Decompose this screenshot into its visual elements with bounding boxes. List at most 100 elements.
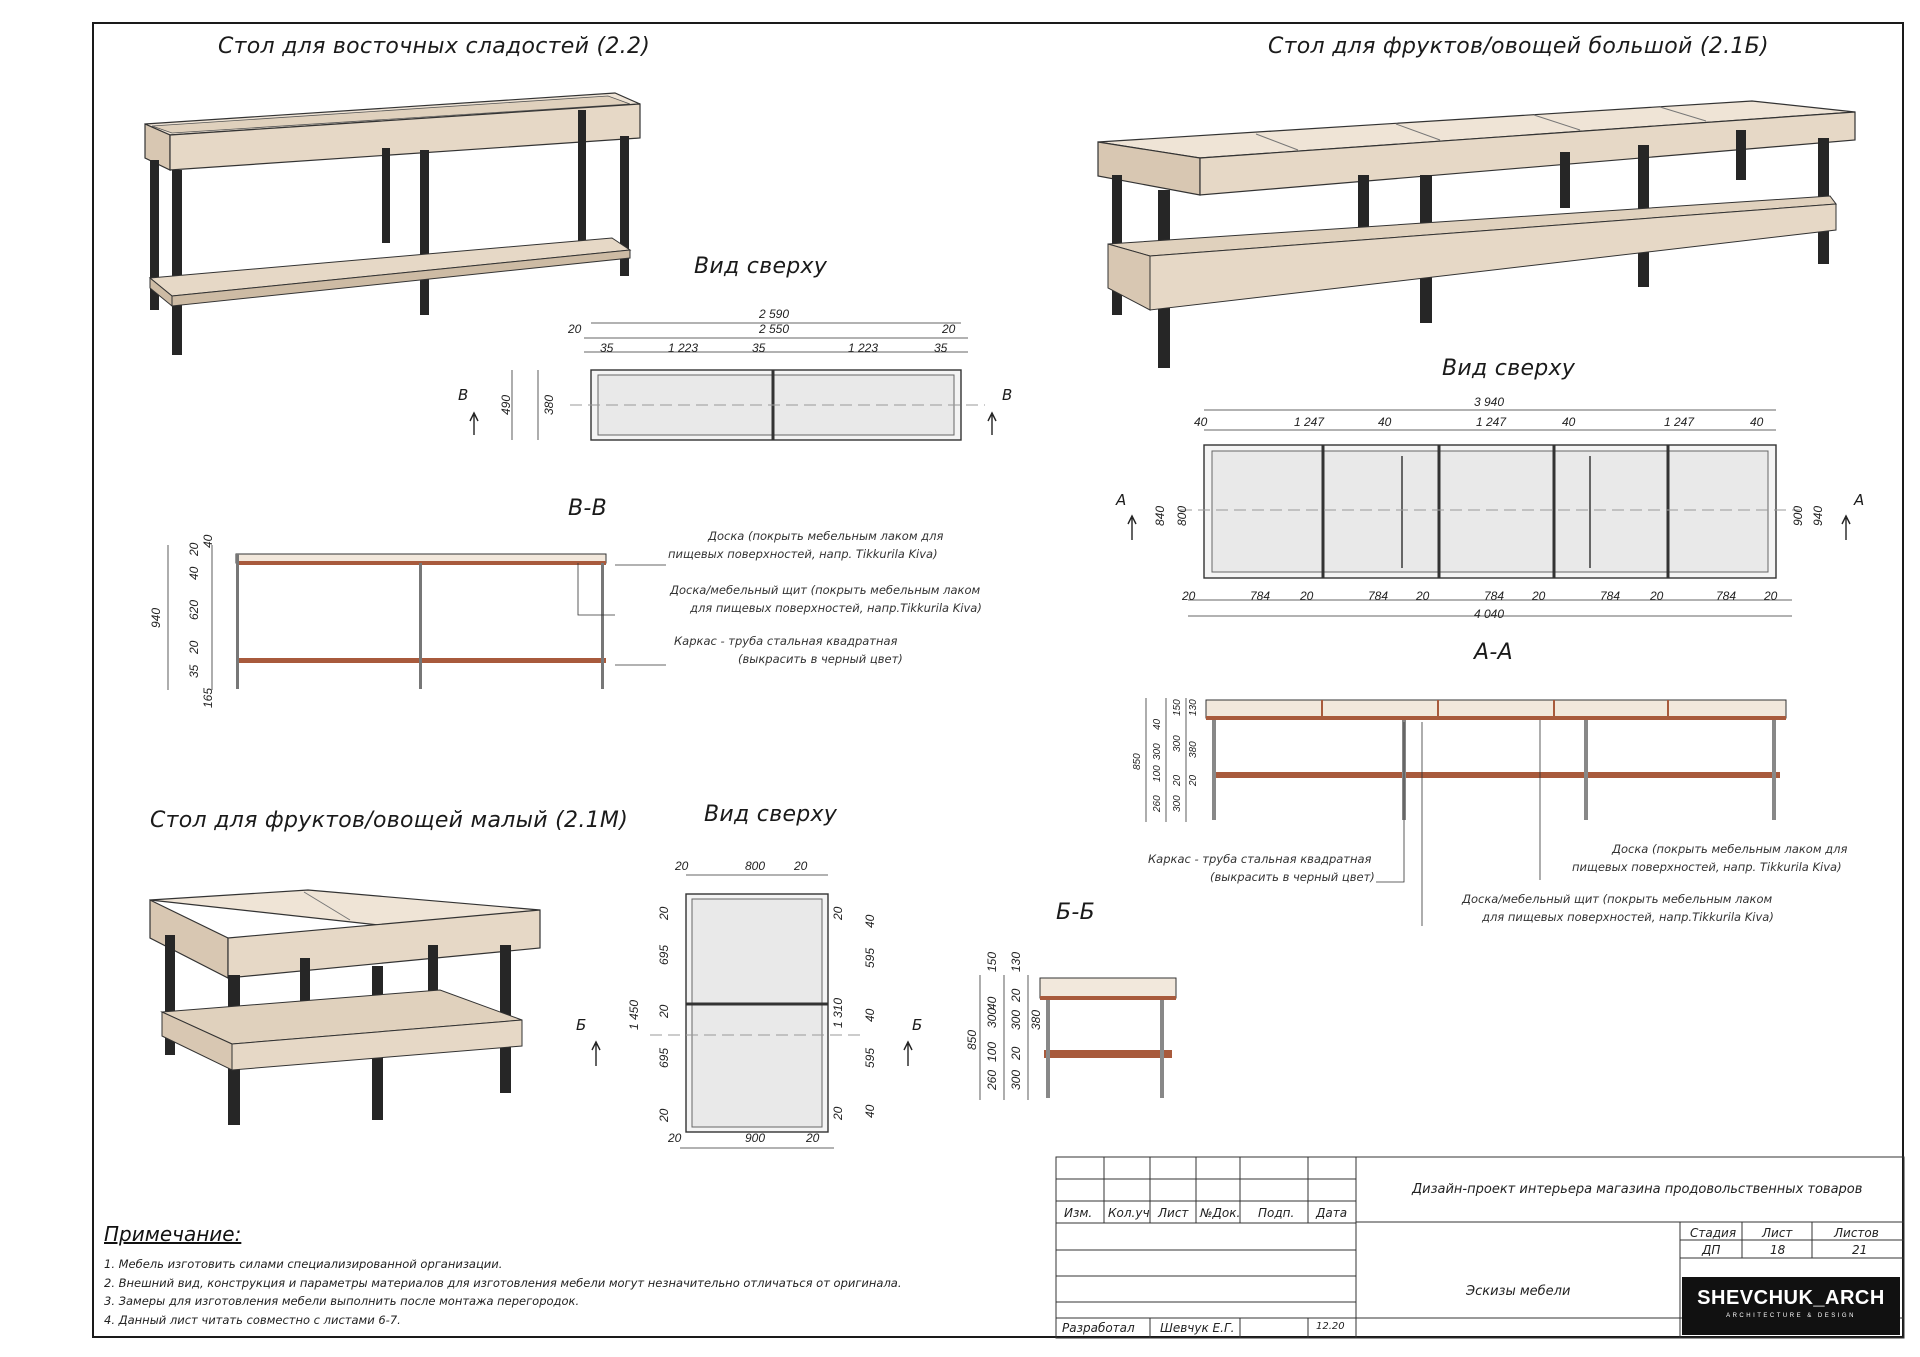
dim-big-edge-4: 20 [1531,589,1546,603]
callout-frame-1a: Каркас - труба стальная квадратная [674,634,898,648]
sweets-table-3d [144,92,641,355]
dim-bb-20a: 20 [1009,988,1023,1003]
dim-vv-20: 20 [187,542,201,557]
dim-small-edge-r2: 20 [831,1106,845,1121]
tb-col-list: Лист [1158,1206,1189,1220]
dim-bb-850: 850 [965,1030,979,1050]
dim-small-w900: 900 [745,1131,765,1145]
dim-big-edge-2: 20 [1299,589,1314,603]
small-table-3d [149,889,541,1125]
dim-big-edge-3: 20 [1415,589,1430,603]
dim-vv-total: 940 [149,608,163,628]
title-small-table: Стол для фруктов/овощей малый (2.1М) [150,808,629,833]
dim-small-h695b: 695 [657,1048,671,1068]
dim-big-depth-900: 900 [1791,506,1805,526]
big-top-view: 3 940 40 1 247 40 1 247 40 1 247 40 20 7… [1115,395,1864,621]
dim-bb-260: 260 [985,1070,999,1091]
tb-sheet-name: Эскизы мебели [1466,1284,1571,1299]
tb-project-title: Дизайн-проект интерьера магазина продово… [1412,1182,1863,1197]
section-bb-drawing: 850 150 40 300 100 260 130 20 300 20 300… [965,952,1177,1100]
callout-shield-2a: Доска/мебельный щит (покрыть мебельным л… [1461,892,1772,906]
title-sweets-table: Стол для восточных сладостей (2.2) [218,34,651,59]
brand-logo: SHEVCHUK_ARCH ARCHITECTURE & DESIGN [1682,1277,1900,1335]
note-item: 2. Внешний вид, конструкция и параметры … [104,1275,902,1290]
section-mark-a-left: А [1115,491,1126,509]
dim-bb-300b: 300 [1009,1010,1023,1030]
dim-sweets-edge-r: 20 [941,322,956,336]
dim-big-rail-3: 40 [1562,415,1576,429]
notes-list: 1. Мебель изготовить силами специализиро… [104,1255,902,1329]
title-top-view-small: Вид сверху [704,802,838,827]
dim-sweets-overall: 2 590 [758,307,789,321]
dim-small-edge-r1: 20 [831,906,845,921]
dim-small-h1310: 1 310 [831,998,845,1028]
dim-bb-300a: 300 [985,1008,999,1028]
dim-small-edge-l2: 20 [657,1004,671,1019]
section-vv-drawing: 940 20 40 40 620 20 35 165 Доска (покрыт… [149,529,982,708]
dim-big-subbay-3: 784 [1484,589,1504,603]
title-top-view-big: Вид сверху [1442,356,1576,381]
dim-bb-300c: 300 [1009,1070,1023,1090]
callout-frame-1b: (выкрасить в черный цвет) [738,652,903,666]
dim-vv-20b: 20 [187,640,201,655]
title-top-view-sweets: Вид сверху [694,254,828,279]
dim-sweets-edge-l: 20 [567,322,582,336]
title-section-bb: Б-Б [1056,900,1096,925]
dim-small-edge-tr: 20 [793,859,808,873]
dim-big-depth-840: 840 [1153,506,1167,526]
brand-name: SHEVCHUK_ARCH [1697,1287,1885,1309]
dim-big-subbay-4: 784 [1600,589,1620,603]
dim-sweets-bay-r: 1 223 [848,341,878,355]
dim-aa-300c: 300 [1172,795,1183,812]
dim-aa-300b: 300 [1172,735,1183,752]
callout-board-1b: пищевых поверхностей, напр. Tikkurila Ki… [668,547,938,561]
small-top-view: 20 800 20 20 900 20 1 450 20 695 20 695 … [576,859,922,1149]
dim-small-h1450: 1 450 [627,1000,641,1030]
dim-small-edge-tl: 20 [674,859,689,873]
dim-big-bay-2: 1 247 [1476,415,1507,429]
tb-sheet-number: 18 [1770,1243,1786,1257]
tb-stage-label: Стадия [1690,1226,1737,1240]
tb-sheet-label: Лист [1762,1226,1793,1240]
callout-board-1a: Доска (покрыть мебельным лаком для [707,529,943,543]
dim-small-edge-bl: 20 [667,1131,682,1145]
dim-big-overall-bottom: 4 040 [1474,607,1504,621]
dim-sweets-rail-r: 35 [934,341,948,355]
callout-frame-2b: (выкрасить в черный цвет) [1210,870,1375,884]
dim-bb-380: 380 [1029,1010,1043,1030]
brand-tagline: ARCHITECTURE & DESIGN [1726,1313,1856,1319]
dim-small-h695a: 695 [657,945,671,965]
tb-developer: Шевчук Е.Г. [1160,1321,1235,1335]
dim-aa-300a: 300 [1152,743,1163,760]
dim-big-bay-3: 1 247 [1664,415,1695,429]
dim-big-edge-1: 20 [1181,589,1196,603]
dim-small-w800: 800 [745,859,765,873]
dim-aa-380: 380 [1188,741,1199,758]
tb-col-koluch: Кол.уч [1108,1206,1150,1220]
dim-small-rail-2: 40 [863,1008,877,1022]
section-mark-b-left: Б [576,1016,586,1034]
dim-big-rail-2: 40 [1378,415,1392,429]
dim-vv-35: 35 [187,664,201,678]
dim-small-edge-l3: 20 [657,1108,671,1123]
dim-big-depth-940: 940 [1811,506,1825,526]
dim-big-rail-4: 40 [1750,415,1764,429]
dim-vv-40: 40 [187,566,201,580]
dim-sweets-inner-depth: 380 [542,395,556,415]
tb-developed-label: Разработал [1062,1321,1135,1335]
dim-small-h595a: 595 [863,948,877,968]
dim-small-edge-br: 20 [805,1131,820,1145]
dim-aa-850: 850 [1132,753,1143,770]
section-mark-v-left: В [458,386,468,404]
dim-aa-100: 100 [1152,765,1163,782]
callout-shield-1a: Доска/мебельный щит (покрыть мебельным л… [669,583,980,597]
notes-heading: Примечание: [104,1222,242,1246]
dim-big-edge-5: 20 [1649,589,1664,603]
tb-stage: ДП [1702,1243,1721,1257]
tb-sheets-count: 21 [1852,1243,1868,1257]
section-aa-drawing: 850 40 300 100 260 150 300 20 300 130 38… [1132,698,1847,926]
tb-col-doc: №Док. [1200,1206,1241,1220]
dim-big-subbay-5: 784 [1716,589,1736,603]
callout-shield-2b: для пищевых поверхностей, напр.Tikkurila… [1481,910,1774,924]
dim-vv-40a: 40 [201,534,215,548]
